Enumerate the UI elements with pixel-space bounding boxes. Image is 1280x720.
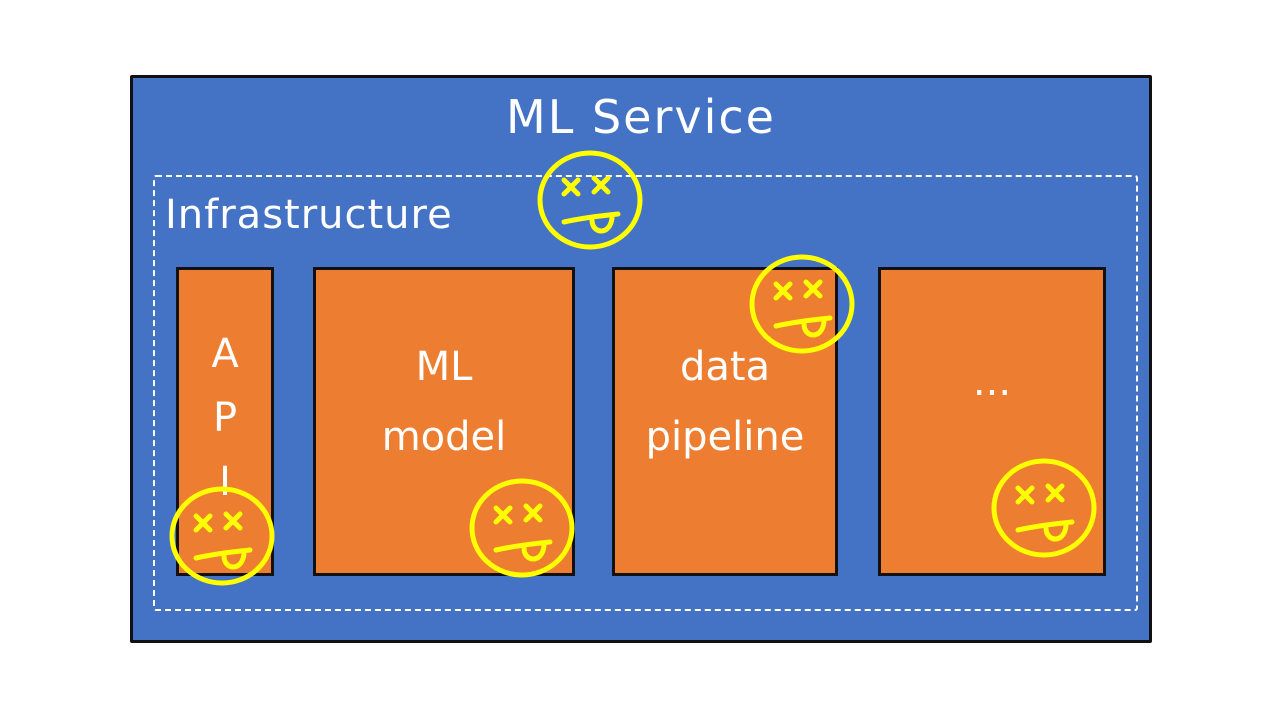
more-components-box: ... xyxy=(878,267,1106,576)
api-label: A P I xyxy=(211,331,239,505)
ml-service-title: ML Service xyxy=(506,90,776,144)
data-pipeline-box: data pipeline xyxy=(612,267,838,576)
api-box: A P I xyxy=(176,267,274,576)
ml-model-box: ML model xyxy=(313,267,575,576)
more-components-label: ... xyxy=(972,358,1012,405)
infrastructure-box xyxy=(153,175,1138,611)
ml-model-label: ML model xyxy=(381,343,507,460)
data-pipeline-label: data pipeline xyxy=(645,343,805,460)
infrastructure-label: Infrastructure xyxy=(165,192,453,238)
